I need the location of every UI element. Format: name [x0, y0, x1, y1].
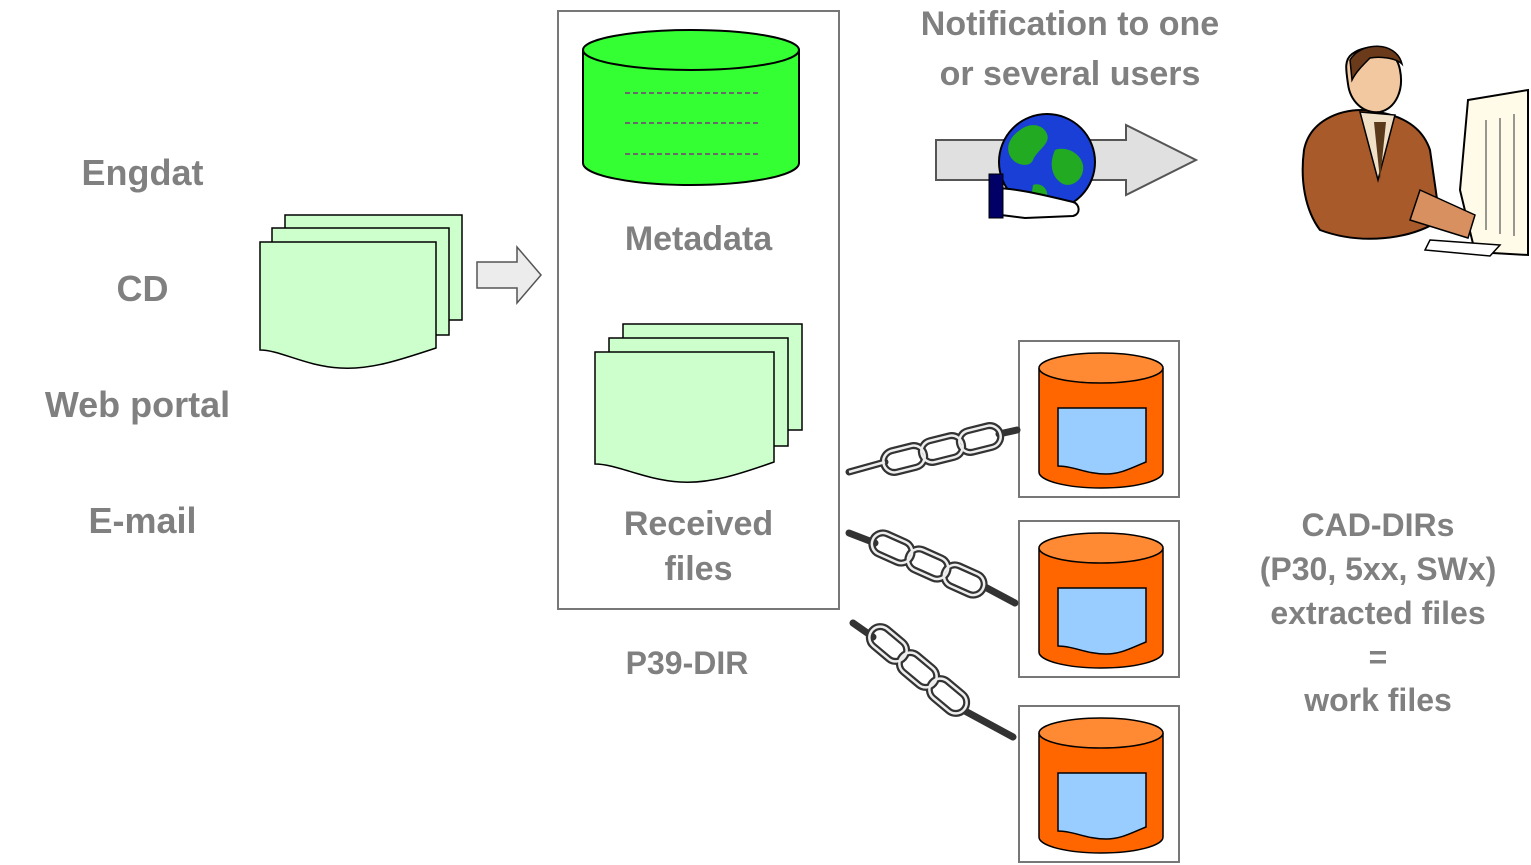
cad-database-icon — [1038, 352, 1164, 489]
cad-label-line4: = — [1368, 639, 1388, 675]
cad-label-line1: CAD-DIRs — [1301, 507, 1455, 543]
p39-dir-box — [557, 10, 840, 610]
arrow-right-icon — [476, 244, 542, 306]
cad-label-line5: work files — [1304, 682, 1452, 718]
received-files-label-line2: files — [664, 550, 733, 588]
received-files-label-line1: Received — [623, 505, 774, 543]
cad-dir-box-1 — [1018, 340, 1180, 498]
cad-dir-box-2 — [1018, 520, 1180, 678]
source-cd: CD — [116, 268, 169, 309]
metadata-label: Metadata — [624, 220, 773, 258]
cad-dir-box-3 — [1018, 705, 1180, 863]
chain-link-icon — [845, 529, 1019, 607]
source-web-portal: Web portal — [44, 384, 231, 425]
document-stack-icon — [259, 214, 463, 369]
chain-link-icon — [849, 619, 1017, 741]
cad-database-icon — [1038, 532, 1164, 669]
notification-label-line1: Notification to one — [920, 5, 1220, 43]
database-icon — [582, 29, 800, 186]
document-stack-icon — [594, 323, 803, 483]
p39-dir-label: P39-DIR — [625, 645, 749, 681]
user-computer-icon — [1301, 45, 1529, 257]
chain-link-icon — [845, 422, 1021, 476]
cad-label-line3: extracted files — [1270, 595, 1486, 631]
source-email: E-mail — [88, 500, 197, 541]
source-engdat: Engdat — [81, 152, 204, 193]
cad-database-icon — [1038, 717, 1164, 854]
cad-label-line2: (P30, 5xx, SWx) — [1259, 551, 1497, 587]
globe-icon — [988, 113, 1096, 220]
notification-label-line2: or several users — [939, 55, 1201, 93]
